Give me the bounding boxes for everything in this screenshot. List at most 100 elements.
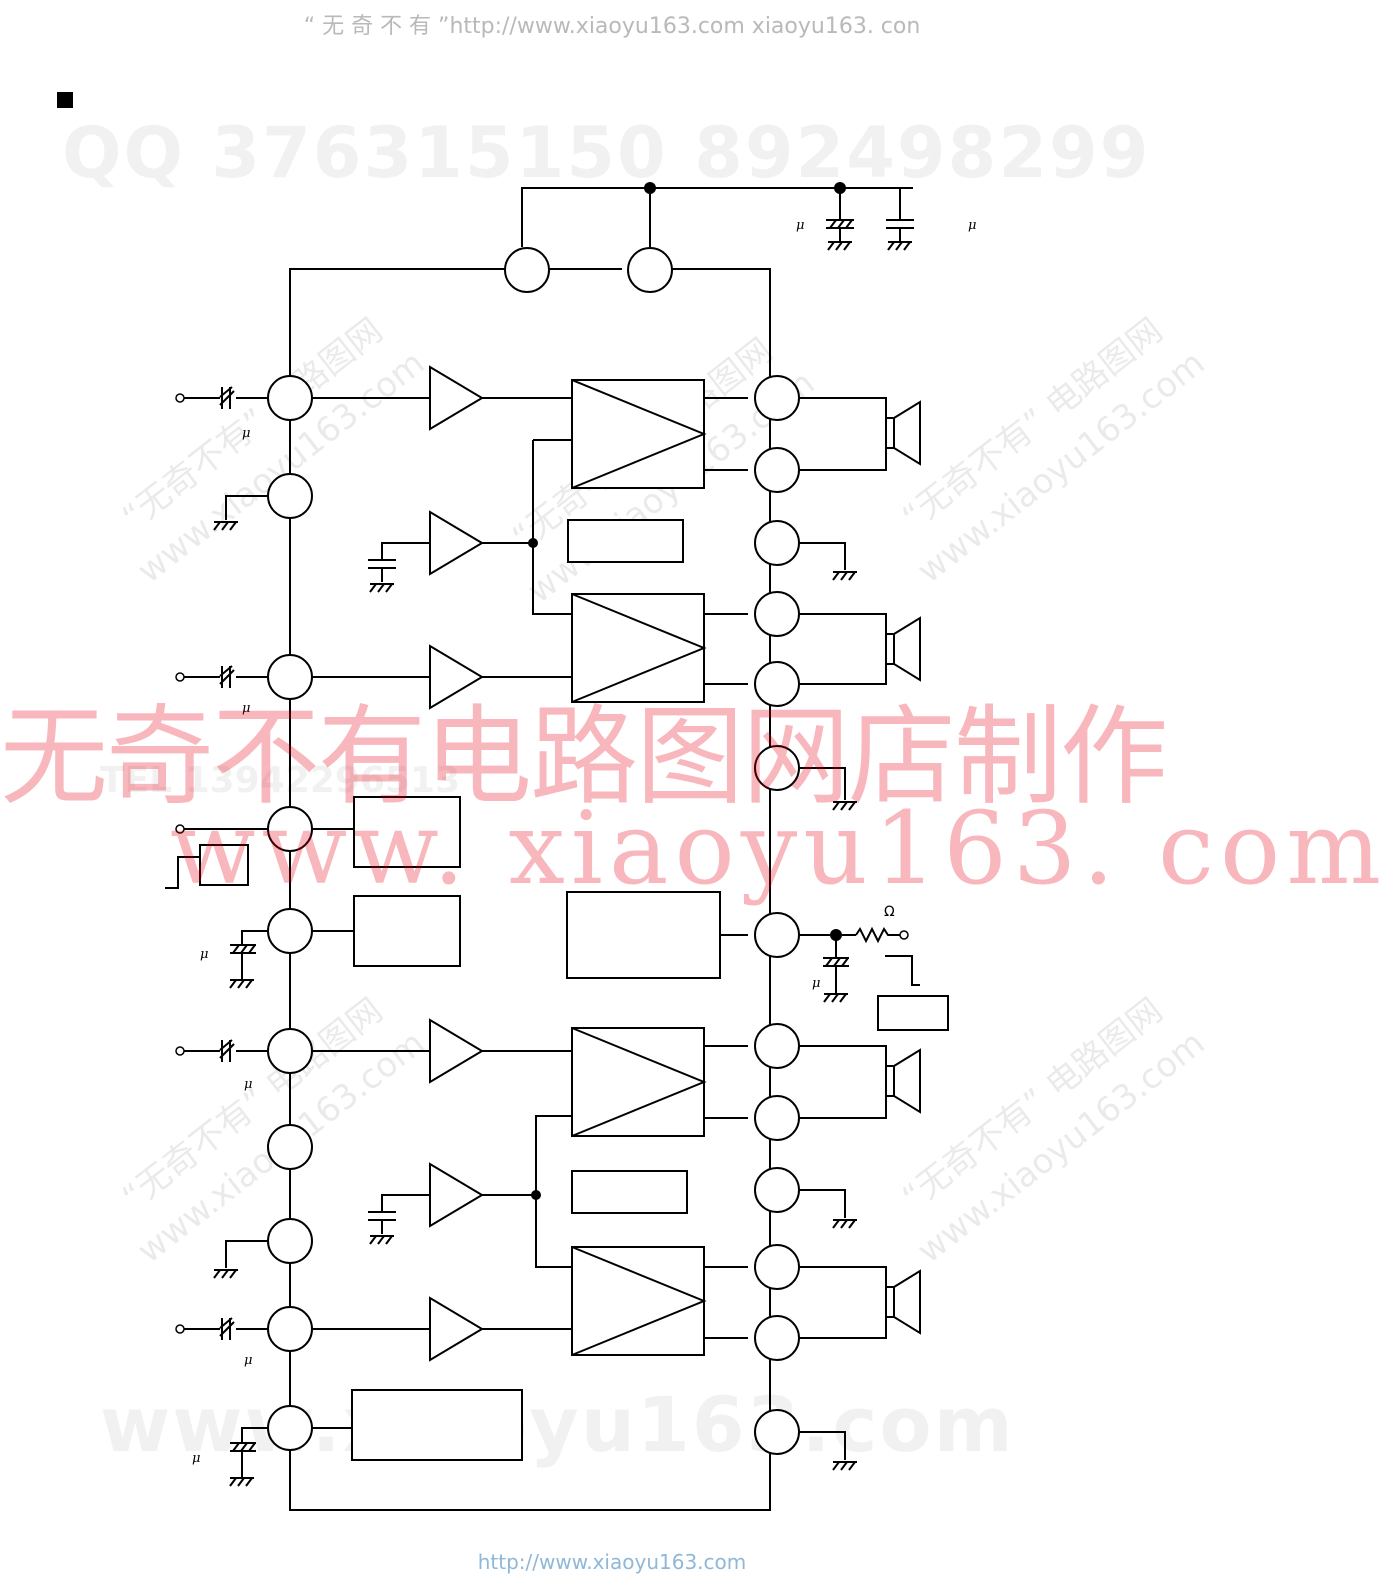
pin-circle	[754, 1023, 800, 1069]
pin-circle	[267, 1124, 313, 1170]
pin-circle	[267, 1218, 313, 1264]
coupling-capacitor	[219, 665, 235, 688]
supply-bus	[521, 187, 913, 247]
ground-symbol	[369, 1235, 394, 1245]
power-amp-block-1	[571, 379, 705, 489]
label-mu: μ	[192, 1451, 200, 1466]
electrolytic-capacitor	[823, 957, 849, 1003]
junction-dot	[830, 929, 842, 941]
preamp-triangle-2	[429, 644, 484, 710]
speaker-2-wire	[799, 613, 887, 685]
ground-symbol	[369, 583, 394, 593]
pin-circle	[267, 1028, 313, 1074]
power-amp-block-4	[571, 1246, 705, 1356]
pin-circle	[267, 375, 313, 421]
pin-circle	[754, 1095, 800, 1141]
speaker-icon	[885, 400, 921, 466]
coupling-capacitor	[219, 386, 235, 409]
junction-dot	[644, 182, 656, 194]
junction-dot	[834, 182, 846, 194]
input-terminal	[175, 393, 185, 403]
pin-circle	[267, 473, 313, 519]
bias-cap-lead	[381, 1194, 430, 1212]
power-amp-block-3	[571, 1027, 705, 1137]
speaker-icon	[885, 1269, 921, 1335]
ground-symbol	[832, 1219, 857, 1229]
power-amp-triangle-4	[571, 1246, 707, 1356]
label-mu: μ	[796, 218, 804, 233]
preamp-triangle-3	[429, 1018, 484, 1084]
pin-circle	[754, 745, 800, 791]
ground-symbol	[827, 241, 852, 251]
capacitor	[368, 559, 396, 582]
preamp-triangle-1	[429, 365, 484, 431]
bias-cap-lead	[381, 542, 430, 560]
pin-circle	[627, 247, 673, 293]
label-mu: μ	[244, 1077, 252, 1092]
pin-circle	[267, 1405, 313, 1451]
section-bullet-square	[57, 92, 73, 108]
ground-symbol	[213, 521, 238, 531]
power-amp-triangle-1	[571, 379, 707, 489]
electrolytic-capacitor	[229, 1442, 256, 1487]
mute-circuit-block	[353, 895, 461, 967]
bias-amp-triangle-2	[429, 1162, 484, 1228]
ground-symbol	[887, 241, 912, 251]
diag-output-terminal	[899, 930, 909, 940]
pin-circle	[754, 661, 800, 707]
input-terminal	[175, 1324, 185, 1334]
ground-symbol	[832, 801, 857, 811]
pin-circle	[267, 1306, 313, 1352]
standby-circuit-block	[353, 796, 461, 868]
junction-dot	[528, 538, 538, 548]
power-amp-triangle-3	[571, 1027, 707, 1137]
ground-symbol	[832, 571, 857, 581]
pin-circle	[754, 1244, 800, 1290]
speaker-icon	[885, 1048, 921, 1114]
ic-outline-top	[289, 268, 771, 1511]
speaker-icon	[885, 616, 921, 682]
diag-signal-box	[877, 995, 949, 1031]
ground-lead	[799, 1431, 846, 1460]
standby-signal-box	[199, 844, 249, 886]
junction-dot	[531, 1190, 541, 1200]
pin-circle	[267, 654, 313, 700]
pin-circle	[267, 806, 313, 852]
bias-amp-triangle-1	[429, 510, 484, 576]
ground-lead	[799, 1189, 846, 1218]
coupling-capacitor	[219, 1317, 235, 1340]
power-amp-triangle-2	[571, 593, 707, 703]
capacitor	[368, 1211, 396, 1234]
label-mu: μ	[244, 1353, 252, 1368]
block-diagram: μ μ	[165, 182, 976, 1511]
speaker-4-wire	[799, 1266, 887, 1339]
protection-circuit-block	[351, 1389, 523, 1461]
pin-circle	[754, 1409, 800, 1455]
label-ohm: Ω	[884, 904, 895, 920]
pin-circle	[504, 247, 550, 293]
pin-circle	[754, 591, 800, 637]
coupling-capacitor	[219, 1039, 235, 1062]
label-mu: μ	[812, 976, 820, 991]
internal-block	[571, 1170, 688, 1214]
pin-circle	[754, 447, 800, 493]
ground-symbol	[832, 1461, 857, 1471]
label-mu: μ	[242, 426, 250, 441]
pin-circle	[754, 375, 800, 421]
electrolytic-capacitor	[229, 944, 256, 989]
label-mu: μ	[200, 947, 208, 962]
pin-circle	[267, 908, 313, 954]
ground-lead	[799, 767, 846, 800]
preamp-triangle-4	[429, 1296, 484, 1362]
power-amp-block-2	[571, 593, 705, 703]
pin-circle	[754, 1167, 800, 1213]
speaker-1-wire	[799, 397, 887, 471]
footer-url: http://www.xiaoyu163.com	[477, 1550, 747, 1574]
label-mu: μ	[242, 701, 250, 716]
diagnosis-block	[566, 891, 721, 979]
electrolytic-capacitor-supply	[826, 219, 854, 242]
internal-block	[567, 519, 684, 563]
speaker-3-wire	[799, 1045, 887, 1119]
diag-signal-step	[885, 955, 920, 986]
pin-circle	[754, 912, 800, 958]
